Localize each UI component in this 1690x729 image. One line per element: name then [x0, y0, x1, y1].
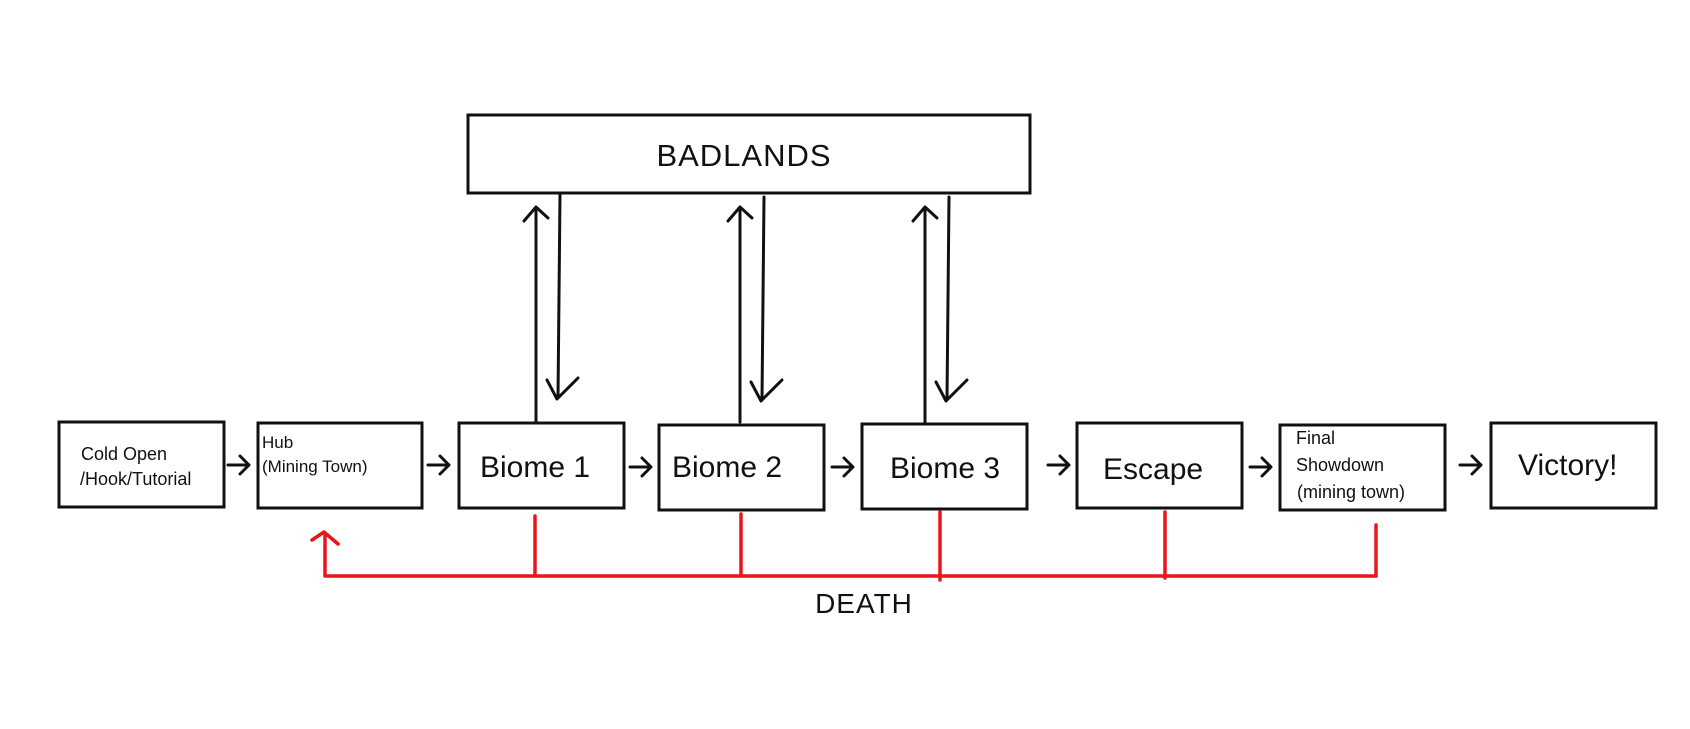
badlands-connectors	[522, 193, 969, 424]
node-biome-1: Biome 1	[457, 421, 626, 510]
node-biome-3: Biome 3	[860, 422, 1029, 511]
arrow-biome-3-to-escape	[1046, 454, 1071, 476]
arrow-final-showdown-to-victory	[1458, 454, 1483, 476]
node-label-line: Hub	[262, 433, 293, 452]
arrow-escape-to-final-showdown	[1248, 456, 1273, 478]
node-label-line: (Mining Town)	[262, 457, 368, 476]
node-box	[1075, 421, 1244, 510]
node-label-line: /Hook/Tutorial	[80, 469, 191, 489]
node-label-line: Biome 3	[890, 452, 1000, 485]
node-escape: Escape	[1075, 421, 1244, 510]
node-label-line: Cold Open	[81, 444, 167, 464]
node-label-line: Final	[1296, 428, 1335, 448]
node-box	[1278, 423, 1447, 512]
node-label-line: Escape	[1103, 453, 1203, 486]
node-cold-open: Cold Open /Hook/Tutorial	[57, 420, 226, 509]
death-label: DEATH	[815, 588, 913, 619]
node-box	[256, 421, 424, 510]
node-box	[1489, 421, 1658, 510]
node-box	[860, 422, 1029, 511]
node-label-line: (mining town)	[1297, 482, 1405, 502]
arrow-biome-2-to-biome-3	[830, 456, 855, 478]
arrow-hub-to-biome-1	[426, 454, 451, 476]
arrow-cold-open-to-hub	[226, 454, 251, 476]
arrow-badlands-to-biome-3	[934, 195, 969, 403]
node-box	[657, 423, 826, 512]
node-box	[457, 421, 626, 510]
node-label-line: Victory!	[1518, 449, 1617, 482]
badlands-label: BADLANDS	[656, 138, 831, 173]
node-label-line: Showdown	[1296, 455, 1384, 475]
node-final-showdown: Final Showdown (mining town)	[1278, 423, 1447, 512]
badlands-node: BADLANDS	[466, 113, 1032, 195]
flow-arrows	[226, 454, 1483, 478]
node-victory: Victory!	[1489, 421, 1658, 510]
death-arrowhead	[310, 530, 340, 546]
node-label-line: Biome 1	[480, 451, 590, 484]
arrow-badlands-to-biome-2	[749, 195, 784, 403]
arrow-biome-1-to-biome-2	[628, 456, 653, 478]
death-line	[323, 532, 1378, 578]
arrow-badlands-to-biome-1	[545, 193, 580, 401]
node-box	[57, 420, 226, 509]
arrow-biome-1-to-badlands	[522, 205, 550, 424]
arrow-biome-2-to-badlands	[726, 205, 754, 424]
node-label-line: Biome 2	[672, 451, 782, 484]
death-return-path: DEATH	[310, 510, 1378, 619]
arrow-biome-3-to-badlands	[911, 205, 939, 424]
node-hub: Hub (Mining Town)	[256, 421, 424, 510]
node-biome-2: Biome 2	[657, 423, 826, 512]
badlands-box	[466, 113, 1032, 195]
